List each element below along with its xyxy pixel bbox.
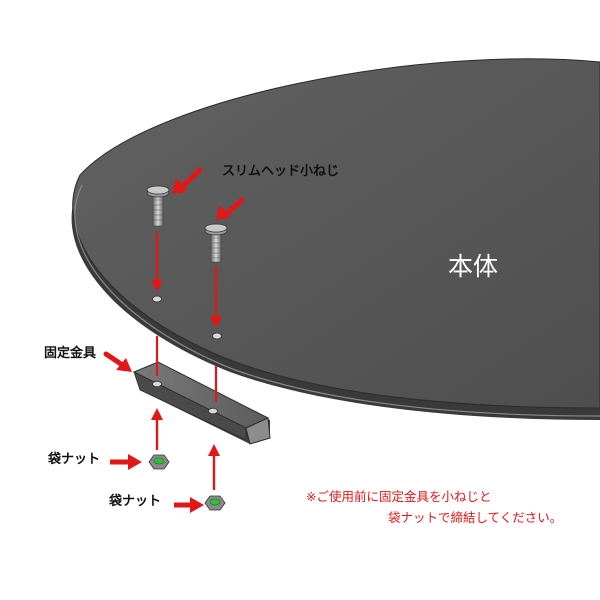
arrow-nut-up [151,408,163,450]
pointer-arrow-screw [172,167,203,194]
arrow-nut-up [208,444,220,490]
label-fixing-bracket: 固定金具 [44,346,97,361]
label-cap-nut-1: 袋ナット [48,452,101,467]
pointer-arrow-nut [174,497,204,513]
screw-hole [152,295,162,303]
pointer-arrow-screw [216,197,245,220]
tabletop-surface [72,58,600,409]
slim-head-screw [204,223,228,263]
arrow-screw-down [210,266,222,328]
arrow-screw-down [151,232,163,292]
fixing-bracket [132,361,271,445]
label-body: 本体 [448,252,499,281]
pointer-arrow-nut [110,454,142,470]
slim-head-screw [146,185,170,227]
label-slim-head-screw: スリムヘッド小ねじ [222,164,340,179]
tabletop-rim [74,184,600,417]
cap-nut [204,495,226,511]
pointer-arrow-bracket [103,351,132,372]
note-line-2: 袋ナットで締結してください。 [388,510,563,525]
screw-hole [212,332,222,340]
cap-nut [148,454,170,470]
label-cap-nut-2: 袋ナット [109,494,162,509]
tabletop [71,58,600,420]
note-line-1: ※ご使用前に固定金具を小ねじと [306,489,492,504]
assembly-note: ※ご使用前に固定金具を小ねじと 袋ナットで締結してください。 [306,486,562,528]
